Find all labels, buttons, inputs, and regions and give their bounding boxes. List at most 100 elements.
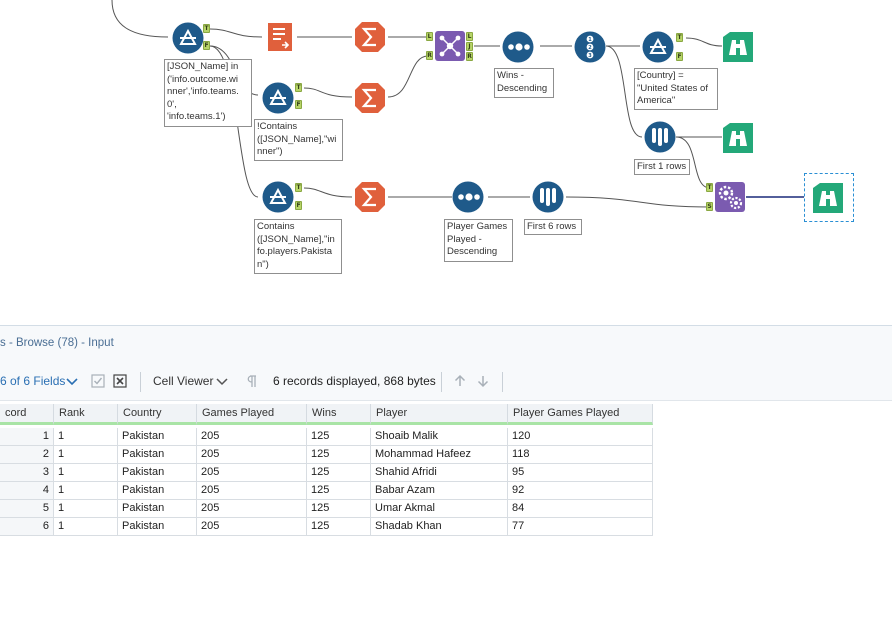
union-tool[interactable] (714, 181, 746, 213)
table-cell-country[interactable]: Pakistan (118, 482, 197, 500)
column-header-player-games-played[interactable]: Player Games Played (508, 404, 653, 425)
filter-true-anchor[interactable]: T (295, 83, 302, 92)
cell-viewer-selector[interactable]: Cell Viewer (153, 374, 214, 388)
table-cell-wins[interactable]: 125 (307, 518, 371, 536)
table-cell-record[interactable]: 6 (0, 518, 54, 536)
arrow-down-icon[interactable] (475, 373, 491, 389)
table-cell-rank[interactable]: 1 (54, 446, 118, 464)
select-tool[interactable] (264, 21, 296, 53)
filter-true-anchor[interactable]: T (203, 24, 210, 33)
table-cell-player-games-played[interactable]: 92 (508, 482, 653, 500)
filter-tool[interactable] (262, 82, 294, 114)
clear-icon[interactable] (112, 373, 128, 389)
table-cell-player[interactable]: Shoaib Malik (371, 428, 508, 446)
pilcrow-icon[interactable] (243, 373, 259, 389)
join-tool[interactable] (434, 30, 466, 62)
table-cell-wins[interactable]: 125 (307, 428, 371, 446)
table-cell-player[interactable]: Shahid Afridi (371, 464, 508, 482)
table-cell-country[interactable]: Pakistan (118, 500, 197, 518)
table-cell-rank[interactable]: 1 (54, 428, 118, 446)
table-cell-player[interactable]: Umar Akmal (371, 500, 508, 518)
connection-wires (111, 0, 804, 208)
table-cell-rank[interactable]: 1 (54, 482, 118, 500)
join-right-anchor[interactable]: R (426, 51, 433, 60)
sort-tool[interactable] (502, 31, 534, 63)
table-cell-player-games-played[interactable]: 77 (508, 518, 653, 536)
column-header-games-played[interactable]: Games Played (197, 404, 307, 425)
column-header-country[interactable]: Country (118, 404, 197, 425)
table-cell-rank[interactable]: 1 (54, 518, 118, 536)
sample-annotation: First 1 rows (634, 159, 690, 175)
summarize-tool[interactable] (354, 82, 386, 114)
table-cell-player[interactable]: Mohammad Hafeez (371, 446, 508, 464)
fields-selector[interactable]: 6 of 6 Fields (0, 374, 66, 388)
summarize-icon (355, 83, 385, 113)
filter-false-anchor[interactable]: F (295, 100, 302, 109)
table-cell-games-played[interactable]: 205 (197, 518, 307, 536)
table-cell-games-played[interactable]: 205 (197, 464, 307, 482)
table-cell-player-games-played[interactable]: 118 (508, 446, 653, 464)
filter-false-anchor[interactable]: F (295, 201, 302, 210)
union-true-anchor[interactable]: T (706, 183, 713, 192)
table-cell-country[interactable]: Pakistan (118, 428, 197, 446)
sample-tool[interactable] (532, 181, 564, 213)
table-cell-wins[interactable]: 125 (307, 464, 371, 482)
table-cell-player-games-played[interactable]: 120 (508, 428, 653, 446)
table-cell-rank[interactable]: 1 (54, 500, 118, 518)
table-cell-player[interactable]: Shadab Khan (371, 518, 508, 536)
table-cell-record[interactable]: 4 (0, 482, 54, 500)
filter-tool[interactable] (642, 31, 674, 63)
join-join-anchor[interactable]: J (466, 42, 473, 51)
browse-tool[interactable] (812, 182, 844, 214)
sort-annotation: Wins - Descending (494, 68, 554, 98)
join-right-output-anchor[interactable]: R (466, 52, 473, 61)
union-source-anchor[interactable]: S (706, 202, 713, 211)
chevron-down-icon[interactable] (214, 373, 230, 389)
table-cell-games-played[interactable]: 205 (197, 428, 307, 446)
summarize-tool[interactable] (354, 181, 386, 213)
table-cell-record[interactable]: 5 (0, 500, 54, 518)
filter-true-anchor[interactable]: T (295, 183, 302, 192)
summarize-tool[interactable] (354, 21, 386, 53)
browse-tool[interactable] (722, 122, 754, 154)
table-cell-player-games-played[interactable]: 84 (508, 500, 653, 518)
table-cell-games-played[interactable]: 205 (197, 500, 307, 518)
table-cell-games-played[interactable]: 205 (197, 482, 307, 500)
table-cell-wins[interactable]: 125 (307, 446, 371, 464)
filter-false-anchor[interactable]: F (203, 41, 210, 50)
checkbox-icon[interactable] (90, 373, 106, 389)
filter-true-anchor[interactable]: T (676, 33, 683, 42)
sample-tool[interactable] (644, 121, 676, 153)
table-cell-record[interactable]: 1 (0, 428, 54, 446)
record-id-tool[interactable]: 1 2 3 (574, 31, 606, 63)
join-left-output-anchor[interactable]: L (466, 32, 473, 41)
table-cell-country[interactable]: Pakistan (118, 464, 197, 482)
sort-tool[interactable] (452, 181, 484, 213)
table-cell-player[interactable]: Babar Azam (371, 482, 508, 500)
column-header-player[interactable]: Player (371, 404, 508, 425)
filter-annotation: [JSON_Name] in ('info.outcome.wi nner','… (164, 59, 252, 127)
filter-tool[interactable] (262, 181, 294, 213)
table-cell-player-games-played[interactable]: 95 (508, 464, 653, 482)
table-cell-country[interactable]: Pakistan (118, 446, 197, 464)
arrow-up-icon[interactable] (452, 373, 468, 389)
join-icon (435, 31, 465, 61)
table-cell-rank[interactable]: 1 (54, 464, 118, 482)
table-cell-country[interactable]: Pakistan (118, 518, 197, 536)
table-cell-wins[interactable]: 125 (307, 482, 371, 500)
join-left-anchor[interactable]: L (426, 32, 433, 41)
filter-tool[interactable] (172, 22, 204, 54)
browse-tool[interactable] (722, 31, 754, 63)
column-header-wins[interactable]: Wins (307, 404, 371, 425)
toolbar-separator (140, 372, 141, 392)
column-header-rank[interactable]: Rank (54, 404, 118, 425)
column-header-record[interactable]: cord (0, 404, 54, 425)
table-cell-wins[interactable]: 125 (307, 500, 371, 518)
table-cell-record[interactable]: 2 (0, 446, 54, 464)
workflow-canvas[interactable]: T F [JSON_Name] in ('info.outcome.wi nne… (0, 0, 892, 325)
filter-false-anchor[interactable]: F (676, 52, 683, 61)
chevron-down-icon[interactable] (64, 373, 80, 389)
binoculars-icon (813, 183, 843, 213)
table-cell-games-played[interactable]: 205 (197, 446, 307, 464)
table-cell-record[interactable]: 3 (0, 464, 54, 482)
